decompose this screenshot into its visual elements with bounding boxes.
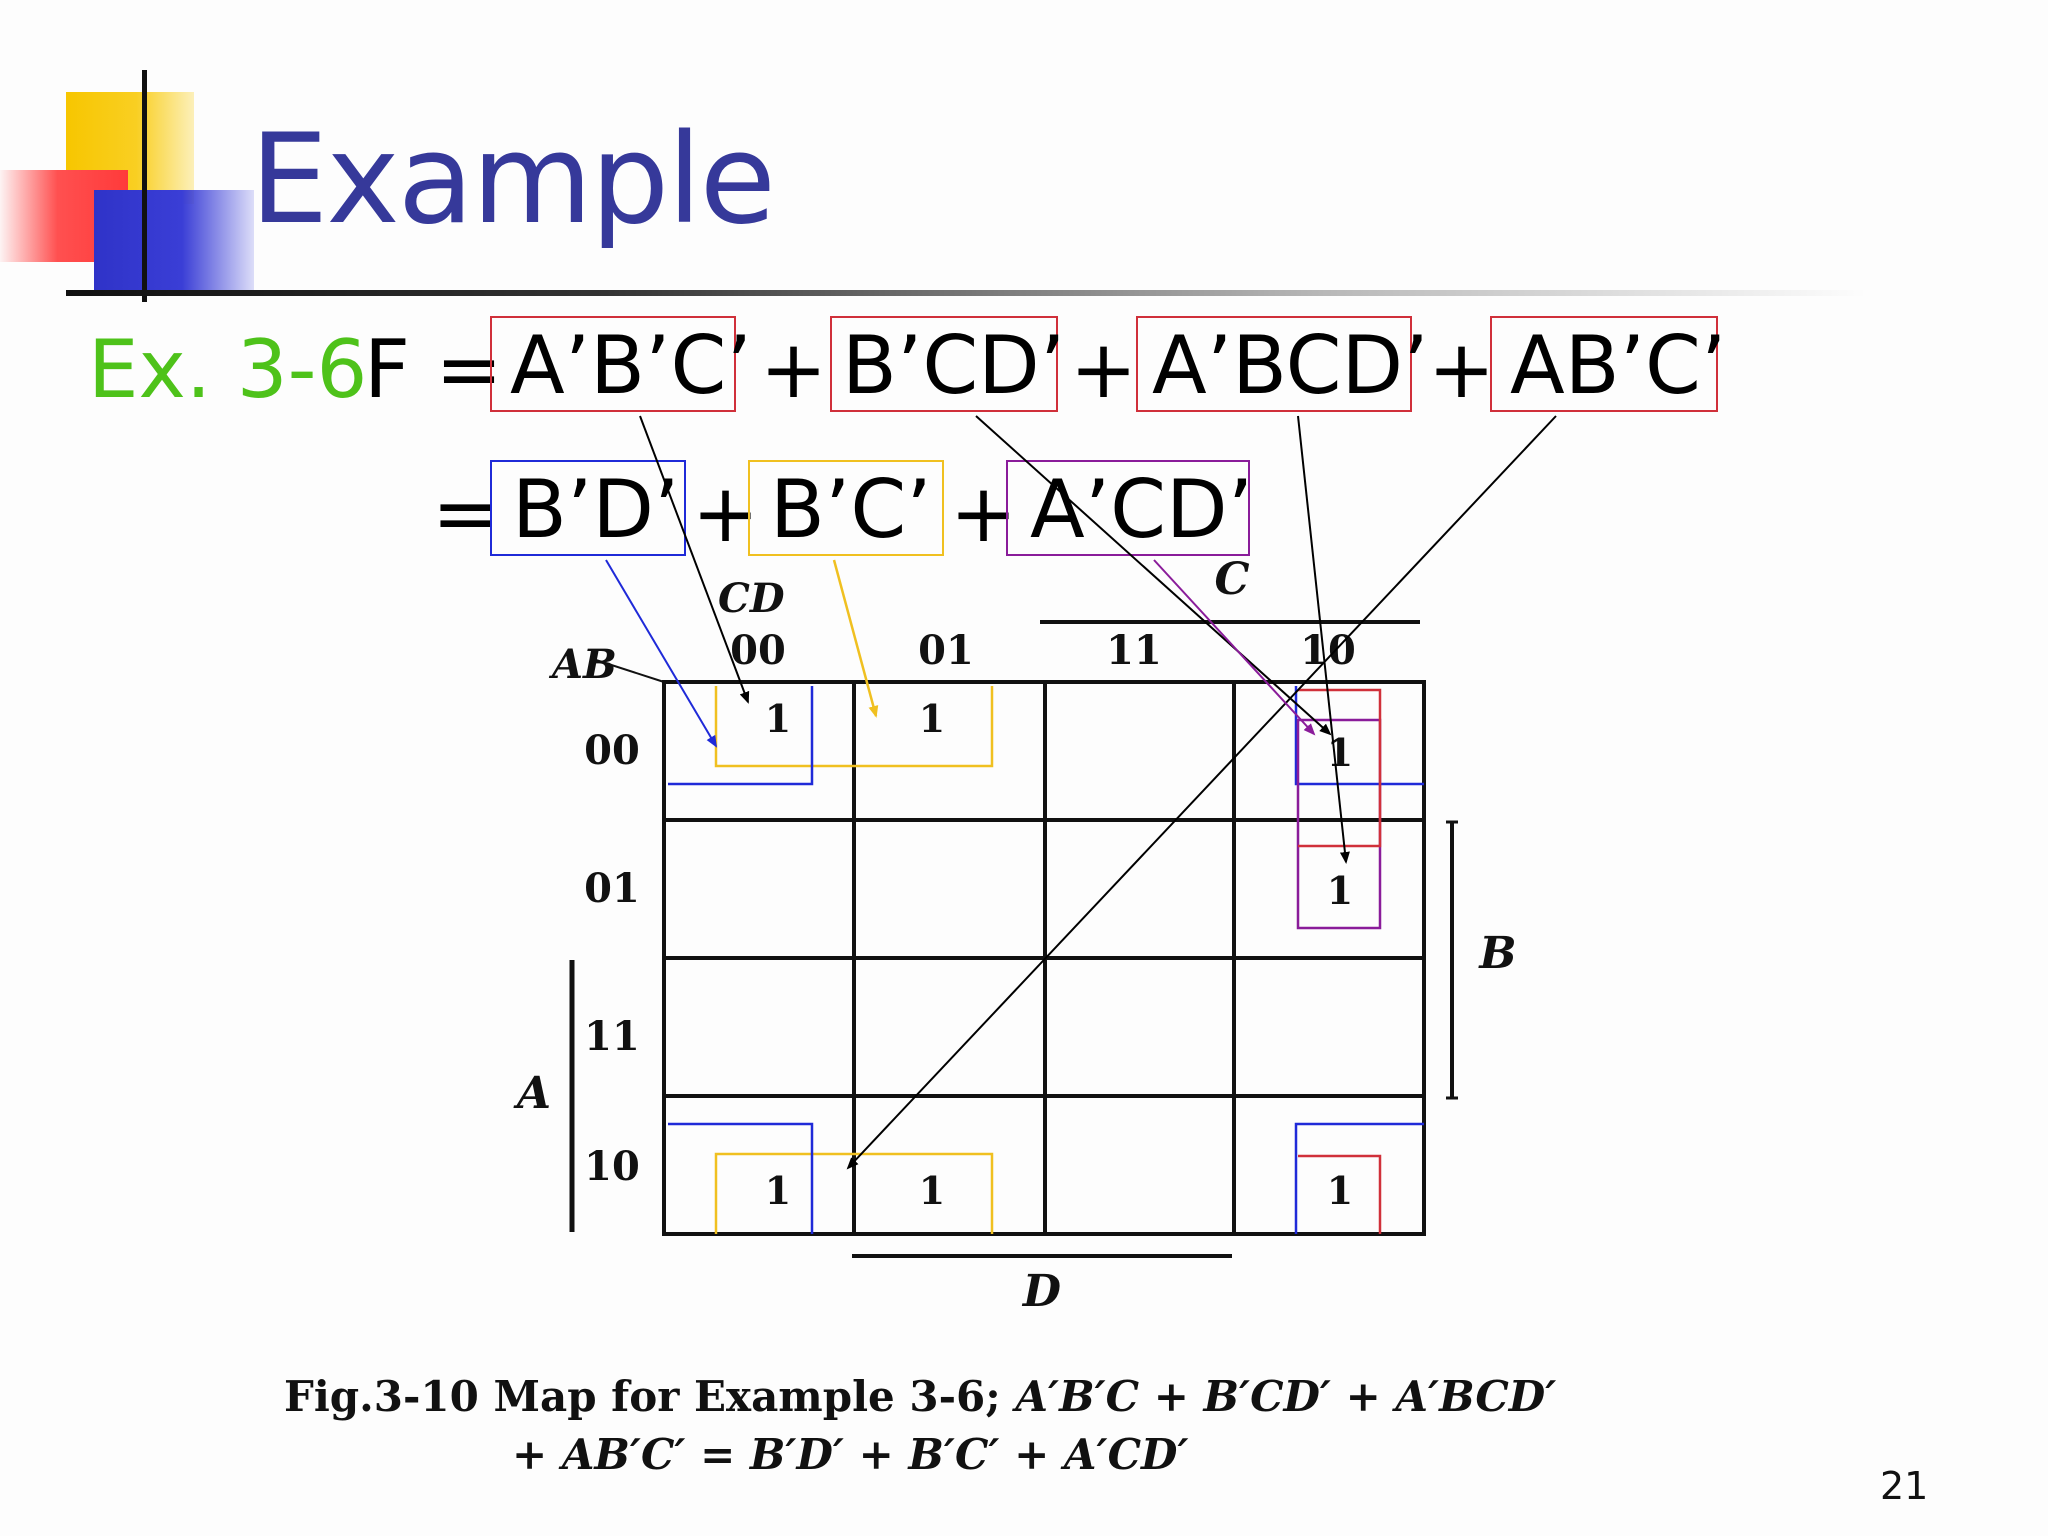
b-variable-label: B xyxy=(1477,928,1516,979)
page-number: 21 xyxy=(1880,1464,1929,1508)
minterm-box-4: AB’C’ xyxy=(1490,316,1726,412)
plus-3: + xyxy=(1428,323,1496,416)
kmap-row-header-00: 00 xyxy=(584,727,640,774)
figure-caption-line-2: + AB′C′ = B′D′ + B′C′ + A′CD′ xyxy=(512,1430,1189,1479)
caption-expression-2: + AB′C′ = B′D′ + B′C′ + A′CD′ xyxy=(512,1430,1189,1479)
kmap-col-header-01: 01 xyxy=(918,627,974,674)
kmap-row-header-10: 10 xyxy=(584,1143,640,1190)
kmap-col-header-10: 10 xyxy=(1300,627,1356,674)
title-underline xyxy=(66,290,1866,296)
kmap-row-variable: AB xyxy=(548,641,617,688)
arrow-bd-to-group xyxy=(605,559,718,748)
kmap-cell-r3-c3: 1 xyxy=(1327,1168,1353,1213)
kmap-cell-r0-c1: 1 xyxy=(919,696,945,741)
plus-5: + xyxy=(950,467,1018,560)
arrow-term2-to-cell xyxy=(975,415,1332,736)
minterm-3: A’BCD’ xyxy=(1152,319,1429,412)
implicant-box-acd: A’CD’ xyxy=(1006,460,1254,556)
arrow-term1-to-cell xyxy=(639,415,750,704)
minterm-4: AB’C’ xyxy=(1510,319,1727,412)
plus-4: + xyxy=(692,467,760,560)
equals-sign: = xyxy=(432,467,500,560)
minterm-cell-boxes xyxy=(1298,688,1382,1234)
arrow-term4-to-cell xyxy=(846,415,1557,1170)
kmap-cell-r0-c0: 1 xyxy=(765,696,791,741)
arrow-term3-to-cell xyxy=(1297,415,1350,864)
c-variable-label: C xyxy=(1214,554,1249,605)
implicant-bc: B’C’ xyxy=(770,463,932,556)
kmap-cell-r3-c1: 1 xyxy=(919,1168,945,1213)
equation-lhs: F = xyxy=(364,323,503,416)
d-variable-label: D xyxy=(1021,1266,1061,1317)
decor-vertical-rule xyxy=(142,70,147,302)
minterm-box-3: A’BCD’ xyxy=(1136,316,1429,412)
kmap-cell-r1-c3: 1 xyxy=(1327,868,1353,913)
kmap-col-header-11: 11 xyxy=(1106,627,1162,674)
kmap-row-header-11: 11 xyxy=(584,1013,640,1060)
minterm-1: A’B’C’ xyxy=(510,319,752,412)
implicant-box-bc: B’C’ xyxy=(748,460,944,556)
plus-1: + xyxy=(760,323,828,416)
figure-caption-line-1: Fig.3-10 Map for Example 3-6; A′B′C + B′… xyxy=(284,1372,1556,1421)
implicant-box-bd: B’D’ xyxy=(490,460,686,556)
kmap-cell-r3-c0: 1 xyxy=(765,1168,791,1213)
slide-title: Example xyxy=(250,108,776,252)
implicant-acd: A’CD’ xyxy=(1030,463,1254,556)
implicant-bd: B’D’ xyxy=(512,463,680,556)
kmap-cell-r0-c3: 1 xyxy=(1327,730,1353,775)
kmap-corner-diagonal xyxy=(595,659,665,683)
arrow-acd-to-group xyxy=(1153,559,1316,736)
minterm-2: B’CD’ xyxy=(842,319,1066,412)
caption-expression-1: A′B′C + B′CD′ + A′BCD′ xyxy=(1015,1372,1557,1421)
a-variable-label: A xyxy=(513,1068,551,1119)
decor-blue-square xyxy=(94,190,254,296)
minterm-box-1: A’B’C’ xyxy=(490,316,752,412)
plus-2: + xyxy=(1070,323,1138,416)
group-bc-yellow xyxy=(714,686,994,1234)
kmap-col-variable: CD xyxy=(718,575,785,622)
kmap-col-header-00: 00 xyxy=(730,627,786,674)
example-label: Ex. 3-6 xyxy=(88,323,368,416)
kmap-row-header-01: 01 xyxy=(584,865,640,912)
group-bd-blue xyxy=(668,686,1424,1234)
arrow-bc-to-group xyxy=(832,559,879,718)
caption-prefix: Fig.3-10 Map for Example 3-6; xyxy=(284,1372,1001,1421)
minterm-box-2: B’CD’ xyxy=(830,316,1065,412)
